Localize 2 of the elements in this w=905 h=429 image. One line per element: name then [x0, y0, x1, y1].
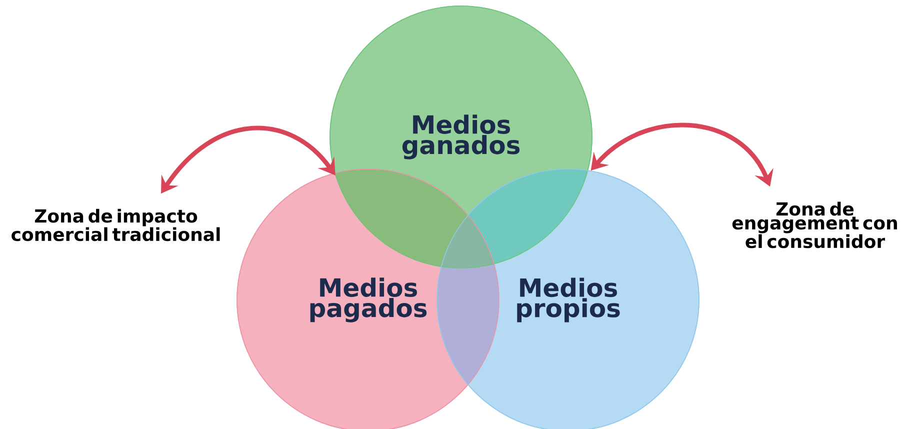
zone-label: Zona de impacto comercial tradicional: [12, 208, 220, 242]
zone-label: Zona de engagement con el consumidor: [732, 202, 897, 248]
